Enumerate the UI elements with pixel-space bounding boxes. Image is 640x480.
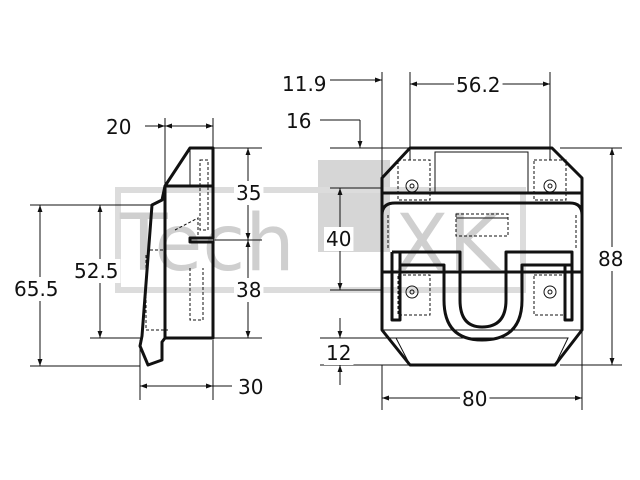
dim-label-background	[234, 278, 264, 302]
watermark: Tech XK	[115, 160, 526, 293]
hidden-line	[145, 255, 168, 331]
dim-label-upper-height: 35	[236, 181, 261, 205]
dim-label-background	[324, 227, 354, 251]
dim-label-bottom-width: 30	[238, 375, 263, 399]
hole-top-left	[397, 159, 431, 201]
dim-label-hole-spacing: 56.2	[456, 73, 501, 97]
side-view: 20 35 38 52.5 65.5 30	[12, 115, 266, 400]
dim-label-background	[234, 181, 264, 205]
dim-label-background	[460, 387, 490, 411]
u-clamp	[392, 250, 574, 342]
dim-label-background	[12, 277, 61, 301]
dim-label-background	[284, 109, 314, 133]
dim-label-bottom-height: 12	[326, 341, 351, 365]
hidden-line	[189, 268, 204, 321]
dim-label-background	[454, 73, 503, 97]
dim-label-total-height: 65.5	[14, 277, 59, 301]
dim-label-background	[280, 72, 329, 96]
front-view-band	[434, 151, 529, 193]
dim-label-background	[104, 115, 134, 139]
dim-label-offset: 11.9	[282, 72, 327, 96]
u-clamp	[390, 252, 402, 322]
dim-label-mid-height: 52.5	[74, 259, 119, 283]
dim-label-lower-height: 38	[236, 278, 261, 302]
front-view-band	[380, 201, 584, 216]
hole-bottom-right	[533, 274, 567, 316]
dim-label-background	[324, 341, 354, 365]
dim-label-top-width: 20	[106, 115, 131, 139]
u-clamp	[563, 252, 574, 322]
dim-label-background	[596, 247, 626, 271]
dim-label-total-height: 88	[598, 247, 623, 271]
hidden-line	[199, 159, 209, 231]
dim-label-background	[72, 259, 121, 283]
hole-bottom-left	[397, 274, 431, 316]
watermark-box	[115, 187, 526, 293]
dim-label-chamfer: 16	[286, 109, 311, 133]
extension-lines	[30, 118, 262, 400]
hidden-line	[174, 217, 199, 238]
dim-label-middle-height: 40	[326, 227, 351, 251]
dim-label-total-width: 80	[462, 387, 487, 411]
front-view: 11.9 56.2 16 40 12 88 80	[280, 72, 626, 411]
dim-label-background	[236, 375, 266, 399]
front-view-base	[395, 337, 569, 366]
